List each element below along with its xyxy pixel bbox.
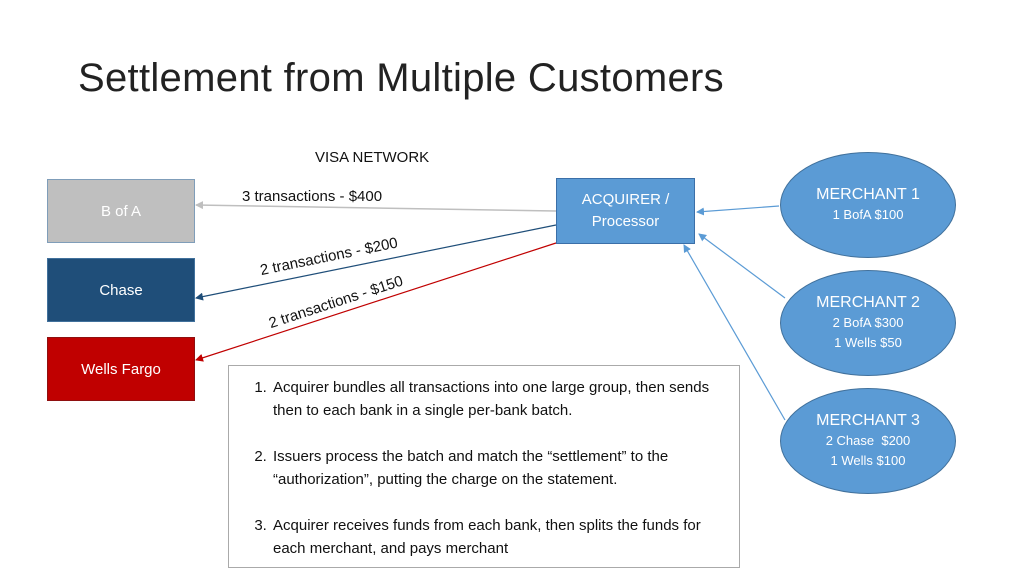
transaction-label-bofa: 3 transactions - $400 — [242, 188, 383, 205]
bank-chase-box: Chase — [47, 258, 195, 322]
merchant-3-name: MERCHANT 3 — [816, 412, 920, 429]
bank-chase-label: Chase — [99, 281, 143, 299]
merchant-3-ellipse: MERCHANT 3 2 Chase $200 1 Wells $100 — [780, 388, 956, 494]
notes-box: Acquirer bundles all transactions into o… — [228, 365, 740, 568]
visa-network-label: VISA NETWORK — [315, 149, 430, 166]
arrow-acquirer-to-wells — [195, 242, 557, 362]
acquirer-box: ACQUIRER / Processor — [556, 178, 695, 244]
note-item-1: Acquirer bundles all transactions into o… — [271, 376, 733, 422]
arrow-acquirer-to-chase — [195, 224, 557, 301]
arrow-merchant2-to-acquirer — [698, 233, 786, 299]
arrow-merchant3-to-acquirer — [683, 244, 786, 421]
merchant-2-ellipse: MERCHANT 2 2 BofA $300 1 Wells $50 — [780, 270, 956, 376]
arrow-merchant1-to-acquirer — [696, 205, 780, 216]
notes-list: Acquirer bundles all transactions into o… — [241, 376, 733, 560]
merchant-2-line-2: 1 Wells $50 — [834, 335, 902, 350]
note-item-3: Acquirer receives funds from each bank, … — [271, 514, 733, 560]
merchant-1-name: MERCHANT 1 — [816, 186, 920, 203]
merchant-1-line-1: 1 BofA $100 — [832, 207, 904, 222]
merchant-2-name: MERCHANT 2 — [816, 294, 920, 311]
slide-title: Settlement from Multiple Customers — [78, 56, 724, 100]
merchant-1-ellipse: MERCHANT 1 1 BofA $100 — [780, 152, 956, 258]
acquirer-label-line2: Processor — [591, 213, 660, 230]
bank-bofa-label: B of A — [100, 202, 142, 220]
bank-wells-fargo-label: Wells Fargo — [81, 360, 161, 378]
merchant-3-line-2: 1 Wells $100 — [830, 453, 906, 468]
merchant-3-line-1: 2 Chase $200 — [825, 433, 911, 448]
bank-bofa-box: B of A — [47, 179, 195, 243]
merchant-2-line-1: 2 BofA $300 — [832, 315, 904, 330]
arrow-acquirer-to-bofa — [195, 201, 557, 212]
acquirer-label-line1: ACQUIRER / — [581, 191, 670, 208]
bank-wells-fargo-box: Wells Fargo — [47, 337, 195, 401]
note-item-2: Issuers process the batch and match the … — [271, 445, 733, 491]
